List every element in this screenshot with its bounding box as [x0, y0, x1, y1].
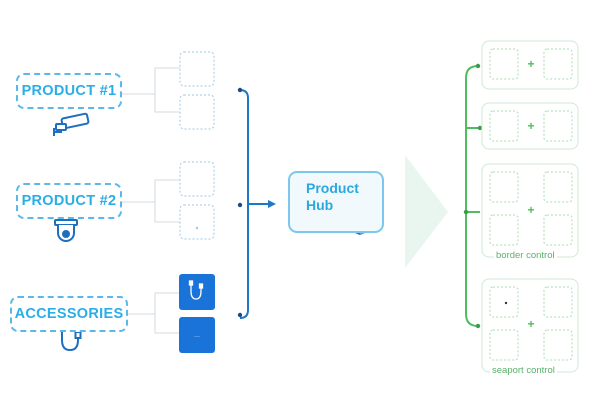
- output-slot: [489, 214, 519, 246]
- plus-icon: +: [527, 203, 534, 217]
- arrow-head-icon: [268, 200, 276, 208]
- item-box: [179, 204, 215, 240]
- item-box: [179, 51, 215, 87]
- item-box: [179, 94, 215, 130]
- product-1-label-text: PRODUCT #1: [21, 83, 117, 99]
- junction-dots: [237, 87, 243, 318]
- accessories-label-text: ACCESSORIES: [14, 306, 124, 322]
- output-slot: [489, 171, 519, 203]
- output-slot: [543, 329, 573, 361]
- output-slot: [489, 48, 519, 80]
- combiner-bracket: [239, 89, 268, 319]
- accessories-label: ACCESSORIES: [10, 296, 128, 332]
- product-hub-title: Product Hub: [306, 180, 359, 213]
- item-box-dot: [195, 226, 199, 230]
- connector-lines: [122, 67, 180, 334]
- output-slot: [489, 286, 519, 318]
- output-slot: [489, 110, 519, 142]
- output-bracket: [465, 65, 480, 327]
- output-slot-dot: [504, 301, 508, 305]
- output-slot: [543, 171, 573, 203]
- product-2-label-text: PRODUCT #2: [21, 193, 117, 209]
- output-slot: [543, 286, 573, 318]
- accessory-tile-cable: [179, 274, 215, 310]
- cable-tile-icon: [188, 280, 204, 300]
- product-hub-box: [288, 171, 384, 233]
- output-group-frame: [481, 102, 579, 150]
- security-camera-icon: [53, 112, 90, 136]
- product-1-label: PRODUCT #1: [16, 73, 122, 109]
- output-slot: [543, 48, 573, 80]
- seaport-control-caption: seaport control: [490, 365, 557, 376]
- flow-arrow-shape: [405, 155, 448, 268]
- item-box: [179, 161, 215, 197]
- output-junction-dots: [463, 63, 483, 329]
- plus-icon: +: [527, 57, 534, 71]
- border-control-caption: border control: [494, 250, 557, 261]
- tile-dots: ...: [194, 332, 200, 339]
- product-2-label: PRODUCT #2: [16, 183, 122, 219]
- output-slot: [543, 110, 573, 142]
- accessory-tile-blank: [179, 317, 215, 353]
- plus-icon: +: [527, 119, 534, 133]
- output-slot: [489, 329, 519, 361]
- output-slot: [543, 214, 573, 246]
- dome-camera-icon: [54, 219, 78, 242]
- output-group-frame: [481, 40, 579, 90]
- plus-icon: +: [527, 317, 534, 331]
